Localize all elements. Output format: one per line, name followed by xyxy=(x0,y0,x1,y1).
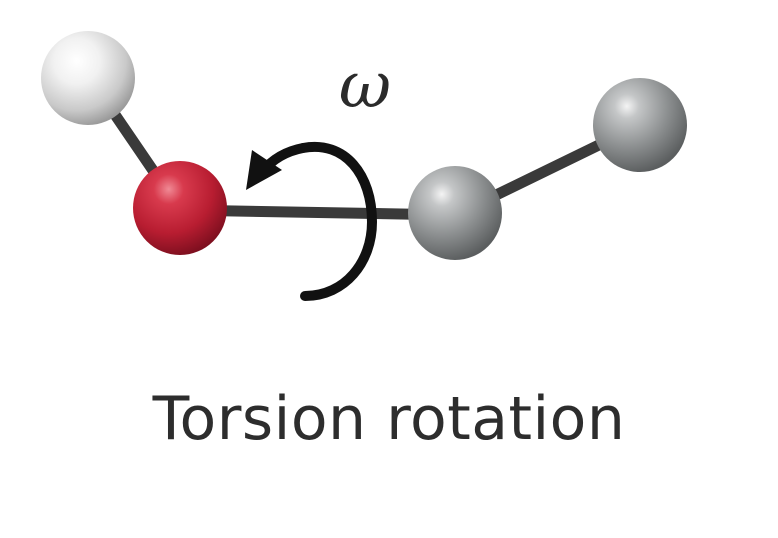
oxygen-atom xyxy=(133,161,227,255)
carbon-atom-center xyxy=(408,166,502,260)
torsion-rotation-arrow xyxy=(298,141,378,301)
carbon-atom-end xyxy=(593,78,687,172)
omega-label: ω xyxy=(339,49,391,123)
arrowhead-icon xyxy=(246,150,282,190)
hydrogen-atom xyxy=(41,31,135,125)
diagram-caption: Torsion rotation xyxy=(152,384,626,454)
